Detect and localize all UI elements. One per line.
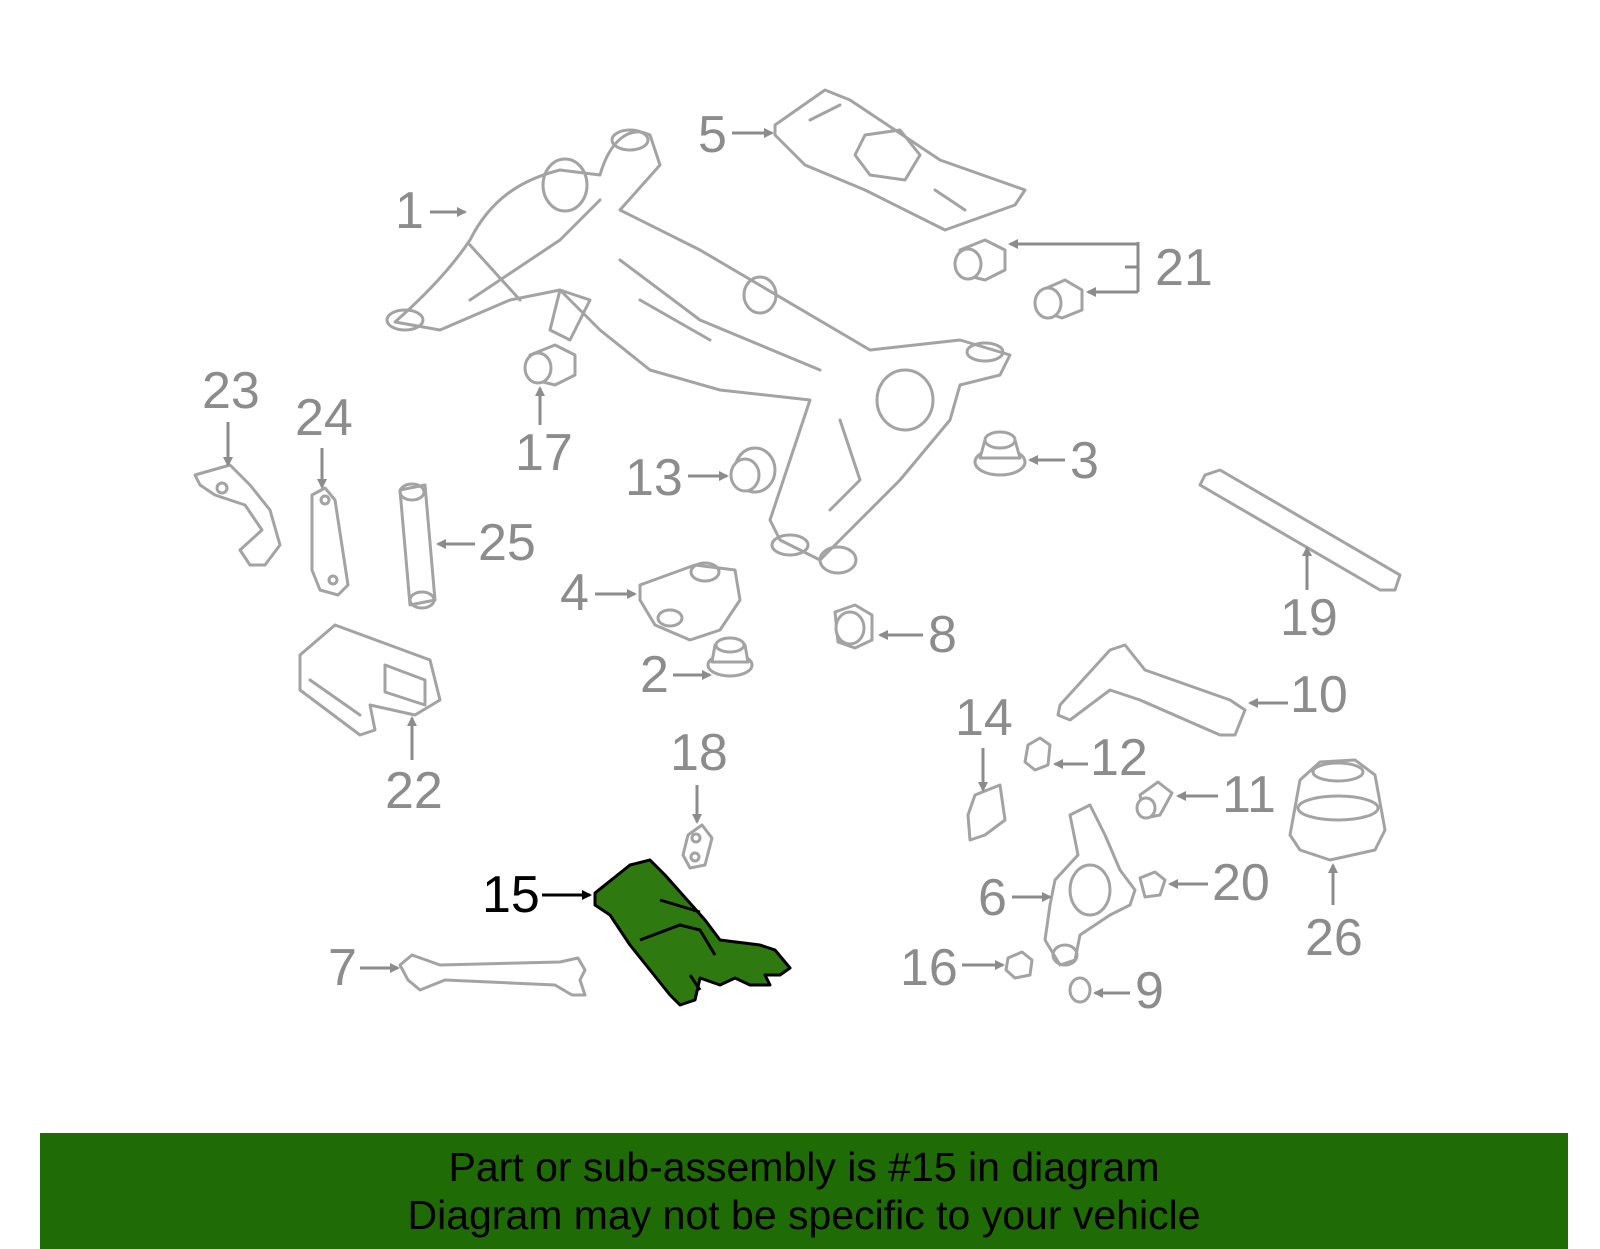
callout-label: 18	[670, 724, 728, 782]
callout-label: 10	[1290, 666, 1348, 724]
clip-part-18	[681, 823, 714, 870]
bushing-part-8	[833, 603, 874, 650]
callout-c2: 2	[640, 646, 712, 704]
callout-label: 20	[1212, 854, 1270, 912]
callout-c19: 19	[1280, 546, 1338, 647]
banner-line-disclaimer: Diagram may not be specific to your vehi…	[407, 1192, 1201, 1238]
callout-c25: 25	[436, 514, 536, 572]
brace-part-19	[1198, 468, 1402, 592]
callout-label: 16	[900, 939, 958, 997]
knuckle-part-6	[1043, 803, 1137, 967]
callout-label: 6	[978, 869, 1007, 927]
callout-c17: 17	[515, 386, 573, 482]
info-banner: Part or sub-assembly is #15 in diagram D…	[40, 1133, 1568, 1249]
subframe-part-1	[385, 128, 1012, 575]
callout-c16: 16	[900, 939, 1005, 997]
shield-part-14	[966, 783, 1007, 842]
callout-c3: 3	[1028, 432, 1099, 490]
mount-part-4	[638, 561, 742, 642]
callout-c1: 1	[395, 182, 467, 240]
callout-c5: 5	[698, 106, 774, 164]
bushing-part-16	[1004, 950, 1034, 980]
trailing-arm-part-15	[593, 858, 792, 1007]
callout-label-highlighted: 15	[482, 866, 540, 924]
callout-c6: 6	[978, 869, 1052, 927]
callout-label: 3	[1070, 432, 1099, 490]
callout-label: 11	[1222, 766, 1276, 824]
callout-label: 14	[955, 689, 1013, 747]
callout-label: 12	[1090, 729, 1148, 787]
callout-c26: 26	[1305, 863, 1363, 967]
trailing-arm-part-15-fill	[593, 858, 792, 1007]
bushing-part-9	[1068, 976, 1092, 1004]
callout-c7: 7	[328, 939, 400, 997]
bushing-part-12	[1023, 736, 1052, 772]
callout-c13: 13	[625, 449, 729, 507]
callout-label: 13	[625, 449, 683, 507]
skid-plate-part-5	[773, 88, 1027, 232]
callout-c4: 4	[560, 564, 637, 622]
callout-c23: 23	[202, 362, 260, 467]
callout-label: 9	[1135, 962, 1164, 1020]
bushing-part-17	[523, 343, 577, 387]
mount-part-26	[1288, 758, 1387, 862]
callout-label: 24	[295, 389, 353, 447]
callout-label: 2	[640, 646, 669, 704]
callout-c12: 12	[1053, 729, 1148, 787]
callout-c15: 15	[482, 866, 592, 924]
banner-line-part-number: Part or sub-assembly is #15 in diagram	[448, 1144, 1160, 1190]
callout-c20: 20	[1168, 854, 1270, 912]
callout-label: 17	[515, 424, 573, 482]
link-part-25	[398, 482, 437, 610]
plate-part-24	[310, 486, 350, 597]
link-part-7	[398, 953, 587, 997]
bracket-part-23	[193, 463, 282, 567]
callout-c11: 11	[1176, 766, 1276, 824]
callout-c14: 14	[955, 689, 1013, 792]
callout-c10: 10	[1248, 666, 1348, 724]
callout-c21: 21	[1008, 239, 1213, 297]
callout-label: 8	[928, 606, 957, 664]
callout-label: 19	[1280, 589, 1338, 647]
callout-label: 4	[560, 564, 589, 622]
bushing-part-11	[1135, 780, 1174, 820]
callout-c18: 18	[670, 724, 728, 824]
control-arm-part-10	[1056, 643, 1247, 737]
callout-c9: 9	[1093, 962, 1164, 1020]
callout-c8: 8	[878, 606, 957, 664]
callout-label: 22	[385, 762, 443, 820]
callout-label: 21	[1155, 239, 1213, 297]
bushing-part-21	[953, 238, 1084, 320]
mount-part-3	[973, 430, 1027, 477]
callout-label: 25	[478, 514, 536, 572]
callout-label: 23	[202, 362, 260, 420]
callout-label: 1	[395, 182, 424, 240]
callout-label: 26	[1305, 909, 1363, 967]
callout-label: 5	[698, 106, 727, 164]
bushing-part-13	[729, 446, 777, 494]
bushing-part-20	[1138, 870, 1167, 899]
callout-c22: 22	[385, 716, 443, 820]
module-part-22	[298, 623, 442, 737]
callout-label: 7	[328, 939, 357, 997]
mount-part-2	[706, 636, 754, 678]
callout-c24: 24	[295, 389, 353, 489]
